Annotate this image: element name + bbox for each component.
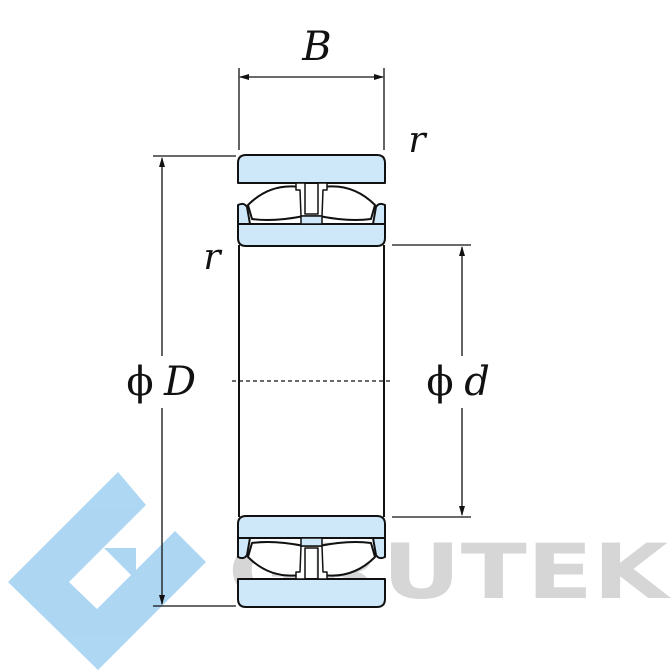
top-roller-left	[247, 185, 305, 221]
bottom-guide-ring	[300, 537, 323, 547]
top-outer-ring	[237, 154, 386, 184]
bottom-inner-ring	[237, 515, 386, 539]
top-inner-flange-left	[237, 202, 251, 225]
top-bearing-section	[237, 154, 386, 247]
top-roller-right	[318, 185, 376, 221]
bottom-outer-ring	[237, 578, 386, 608]
inner-diameter-symbol: ϕ	[426, 359, 453, 405]
bottom-inner-flange-left	[237, 537, 251, 560]
top-inner-ring	[237, 223, 386, 247]
bottom-cage	[295, 545, 328, 580]
watermark-logo-icon	[8, 472, 206, 670]
width-label: B	[301, 24, 331, 70]
radius-label-side: r	[203, 237, 222, 278]
top-guide-ring	[300, 215, 323, 225]
outer-diameter-label: D	[163, 359, 196, 405]
inner-diameter-label: d	[464, 359, 490, 405]
bottom-bearing-section	[237, 515, 386, 608]
top-inner-flange-right	[372, 202, 386, 225]
top-cage	[295, 182, 328, 217]
outer-diameter-symbol: ϕ	[126, 359, 153, 405]
bottom-inner-flange-right	[372, 537, 386, 560]
radius-label-top: r	[408, 120, 427, 161]
